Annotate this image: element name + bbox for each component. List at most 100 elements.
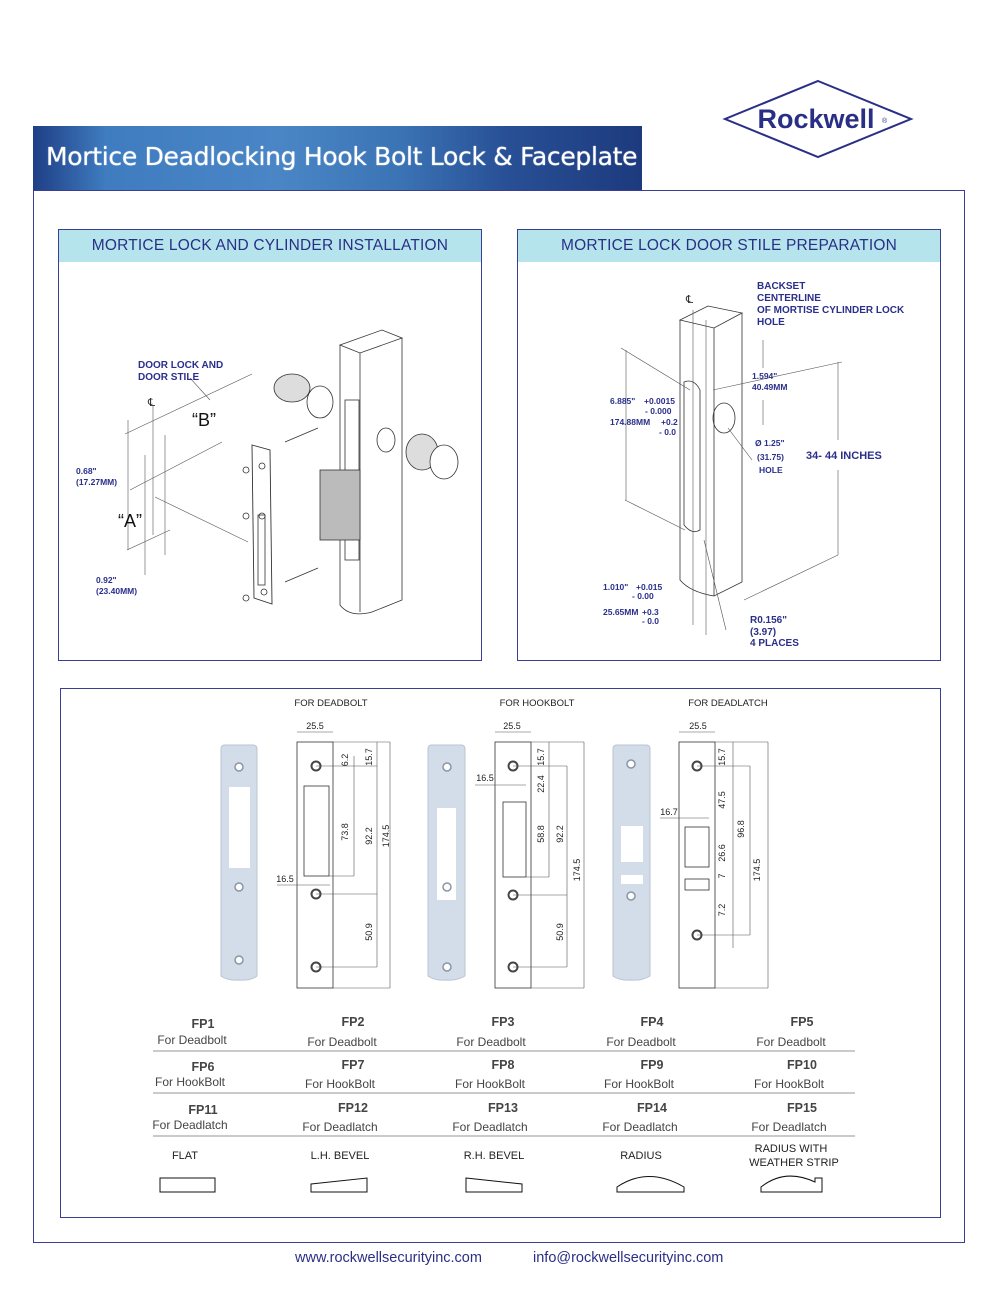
height-inch: 6.885" [610, 396, 635, 406]
fp-use: For Deadlatch [302, 1120, 377, 1134]
footer-email[interactable]: info@rockwellsecurityinc.com [533, 1250, 724, 1266]
dim-label: 58.8 [536, 825, 546, 843]
cylinder-hole [376, 427, 396, 453]
dim-label: 47.5 [717, 791, 727, 809]
fp-code: FP6 [192, 1060, 215, 1074]
width-mm: 25.65MM [603, 607, 638, 617]
fp-code: FP12 [338, 1101, 368, 1115]
fp-code: FP3 [492, 1015, 515, 1029]
dim-label: 22.4 [536, 775, 546, 793]
dim-label: 16.7 [660, 807, 678, 817]
dim-label: 92.2 [555, 825, 565, 843]
backset-inch: 1.594" [752, 371, 777, 381]
dimension-a-label: “A” [118, 511, 142, 531]
radius-weather-strip-profile-icon [760, 1175, 823, 1193]
flat-profile-icon [159, 1177, 216, 1193]
footer-website[interactable]: www.rockwellsecurityinc.com [295, 1250, 482, 1266]
fp-use: For Deadbolt [157, 1033, 227, 1047]
height-mm: 174.88MM [610, 417, 650, 427]
dim-label: 174.5 [752, 859, 762, 882]
content-frame [33, 190, 965, 1243]
fp-use: For HookBolt [305, 1077, 376, 1091]
height-tol: - 0.000 [645, 406, 672, 416]
fp-use: For Deadbolt [756, 1035, 826, 1049]
dim-label: 174.5 [572, 859, 582, 882]
profile-label: FLAT [172, 1150, 198, 1162]
fp-use: For HookBolt [754, 1077, 825, 1091]
profile-label: R.H. BEVEL [464, 1150, 525, 1162]
dim-label: 15.7 [536, 748, 546, 766]
faceplate-hookbolt: FOR HOOKBOLT 25.5 15.7 16.5 22.4 58.8 92… [427, 698, 585, 989]
backset-label: CENTERLINE [757, 293, 821, 304]
hole-diameter: Ø 1.25" [755, 438, 785, 448]
dim-label: 92.2 [364, 827, 374, 845]
width-inch: 1.010" [603, 582, 628, 592]
dim-bottom-mm: (23.40MM) [96, 586, 137, 596]
backset-label: HOLE [757, 317, 785, 328]
door-lock-label: DOOR LOCK AND [138, 360, 223, 371]
faceplate-title: FOR DEADBOLT [294, 698, 367, 709]
width-tol: +0.3 [642, 607, 659, 617]
radius-profile-icon [616, 1176, 685, 1193]
dim-width: 25.5 [503, 721, 521, 731]
faceplate-deadbolt: FOR DEADBOLT 25.5 6.2 15.7 73.8 92.2 174… [220, 698, 391, 989]
backset-label: BACKSET [757, 281, 805, 292]
dim-label: 16.5 [276, 874, 294, 884]
fp-code: FP4 [641, 1015, 664, 1029]
fp-code: FP7 [342, 1058, 365, 1072]
fp-use: For Deadlatch [751, 1120, 826, 1134]
dim-label: 26.6 [717, 844, 727, 862]
hole-mm: (31.75) [757, 452, 784, 462]
faceplate-panel [60, 688, 941, 1218]
preparation-panel: MORTICE LOCK DOOR STILE PREPARATION [517, 229, 941, 661]
radius-inch: R0.156" [750, 615, 787, 626]
dim-label: 96.8 [736, 820, 746, 838]
dim-label: 50.9 [555, 923, 565, 941]
hole-label: HOLE [759, 465, 783, 475]
preparation-title: MORTICE LOCK DOOR STILE PREPARATION [518, 230, 940, 262]
lock-body [319, 469, 361, 541]
logo-registered: ® [882, 117, 888, 125]
fp-use: For HookBolt [155, 1075, 226, 1089]
dim-label: 15.7 [364, 748, 374, 766]
logo-text: Rockwell [757, 104, 874, 134]
centerline-symbol: ℄ [685, 294, 693, 306]
installation-title: MORTICE LOCK AND CYLINDER INSTALLATION [59, 230, 481, 262]
fp-use: For Deadbolt [606, 1035, 676, 1049]
dim-width: 25.5 [689, 721, 707, 731]
profile-label: L.H. BEVEL [311, 1150, 370, 1162]
dim-label: 50.9 [364, 923, 374, 941]
fp-code: FP5 [791, 1015, 814, 1029]
fp-code: FP14 [637, 1101, 667, 1115]
fp-code: FP10 [787, 1058, 817, 1072]
preparation-diagram: ℄ BACKSET CENTERLINE OF MORTISE CYLINDER… [603, 281, 905, 649]
faceplate-deadlatch: FOR DEADLATCH 25.5 15.7 16.7 47.5 96.8 2… [612, 698, 769, 989]
dim-bottom-inch: 0.92" [96, 575, 117, 585]
fp-use: For Deadlatch [152, 1118, 227, 1132]
dim-label: 15.7 [717, 748, 727, 766]
width-tol: - 0.00 [632, 591, 654, 601]
faceplate-title: FOR HOOKBOLT [500, 698, 575, 709]
fp-code: FP13 [488, 1101, 518, 1115]
height-tol: +0.0015 [644, 396, 675, 406]
fp-code: FP1 [192, 1017, 215, 1031]
profile-label: RADIUS WITH [755, 1143, 828, 1155]
height-tol: +0.2 [661, 417, 678, 427]
door-stile-label: DOOR STILE [138, 372, 199, 383]
rh-bevel-profile-icon [465, 1177, 523, 1193]
dim-label: 7.2 [717, 904, 727, 917]
radius-places: 4 PLACES [750, 638, 799, 649]
fp-use: For HookBolt [604, 1077, 675, 1091]
page-title: Mortice Deadlocking Hook Bolt Lock & Fac… [46, 142, 638, 171]
dimension-b-label: “B” [192, 410, 216, 430]
installation-panel: MORTICE LOCK AND CYLINDER INSTALLATION [58, 229, 482, 661]
stile-height: 34- 44 INCHES [806, 450, 882, 462]
installation-diagram: DOOR LOCK AND DOOR STILE ℄ “B” “A” 0.68"… [76, 329, 459, 615]
dim-label: 73.8 [340, 823, 350, 841]
fp-use: For Deadbolt [456, 1035, 526, 1049]
